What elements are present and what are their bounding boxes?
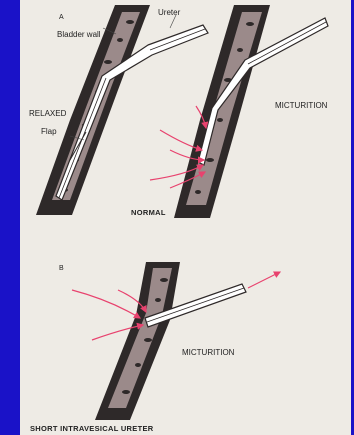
panel-a-caption: NORMAL — [131, 208, 166, 217]
panel-b-caption: SHORT INTRAVESICAL URETER — [30, 424, 153, 433]
micturition-label-a: MICTURITION — [275, 101, 327, 110]
arrow-b1 — [72, 290, 140, 318]
relaxed-label: RELAXED — [29, 109, 66, 118]
bladder-wall-label: Bladder wall — [57, 30, 107, 39]
micturition-label-b: MICTURITION — [182, 348, 234, 357]
arrow-b-reflux — [248, 272, 280, 288]
flap-label: Flap — [41, 127, 57, 136]
bladder-wall-short-ureter — [95, 262, 180, 420]
ureter-label: Ureter — [158, 8, 180, 17]
panel-b-letter: B — [59, 264, 64, 273]
panel-a-letter: A — [59, 13, 64, 22]
